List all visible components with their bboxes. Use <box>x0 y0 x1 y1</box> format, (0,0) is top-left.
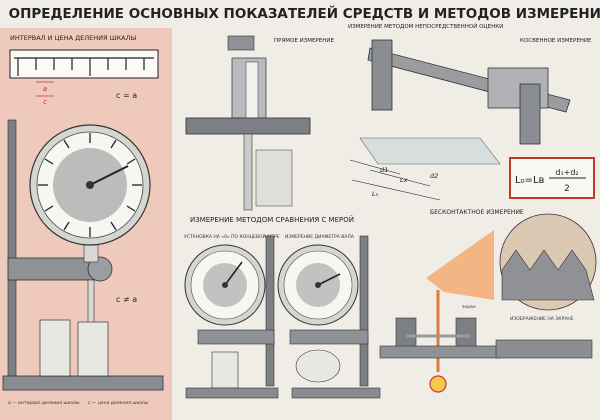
comparison-indicator-right <box>277 235 381 399</box>
formula-box <box>509 157 595 199</box>
formula-lhs: L₀=Lв <box>515 175 545 186</box>
dim-d1: d1 <box>380 166 388 174</box>
equality-label: c = a <box>116 91 137 100</box>
dial-indicator-stand <box>2 119 164 391</box>
compare-left-caption: УСТАНОВКА НА «0» ПО КОНЦЕВОЙ МЕРЕ <box>184 233 280 240</box>
contactless-heading: БЕСКОНТАКТНОЕ ИЗМЕРЕНИЕ <box>430 209 524 216</box>
dim-lo: L₀ <box>372 190 379 198</box>
dim-d2: d2 <box>430 172 438 180</box>
projection-beam <box>426 230 494 393</box>
caliper-dimensions <box>349 159 441 201</box>
depth-gauge <box>185 35 311 211</box>
formula-numerator: d₁+d₂ <box>555 168 578 177</box>
direct-heading: ПРЯМОЕ ИЗМЕРЕНИЕ <box>274 38 334 44</box>
formula-denominator: 2 <box>564 184 570 194</box>
screen-label: экран <box>462 305 476 310</box>
dim-lx: Lx <box>400 176 408 184</box>
indirect-subheading: КОСВЕННОЕ ИЗМЕРЕНИЕ <box>520 38 592 44</box>
scale-panel-heading: ИНТЕРВАЛ И ЦЕНА ДЕЛЕНИЯ ШКАЛЫ <box>10 34 137 42</box>
interval-label: a <box>43 85 47 93</box>
legend-division: c — цена деления шкалы <box>88 401 149 406</box>
scale-ruler <box>9 49 159 79</box>
screen-image-caption: ИЗОБРАЖЕНИЕ НА ЭКРАНЕ <box>510 316 574 322</box>
indirect-heading: ИЗМЕРЕНИЕ МЕТОДОМ НЕПОСРЕДСТВЕННОЙ ОЦЕНК… <box>348 23 503 30</box>
screen-image-magnified <box>499 213 597 311</box>
division-label: c <box>43 98 47 106</box>
microscope-stage <box>379 317 593 359</box>
compare-heading: ИЗМЕРЕНИЕ МЕТОДОМ СРАВНЕНИЯ С МЕРОЙ <box>190 215 354 224</box>
comparison-indicator-left <box>184 235 279 399</box>
caliper <box>359 39 571 165</box>
poster-title: ОПРЕДЕЛЕНИЕ ОСНОВНЫХ ПОКАЗАТЕЛЕЙ СРЕДСТВ… <box>9 5 600 22</box>
legend-interval: a — интервал деления шкалы <box>8 401 80 406</box>
inequality-label: c ≠ a <box>116 295 137 304</box>
dial-face <box>29 124 151 246</box>
interval-dimension <box>36 81 54 97</box>
compare-right-caption: ИЗМЕРЕНИЕ ДИАМЕТРА ВАЛА <box>285 234 355 240</box>
